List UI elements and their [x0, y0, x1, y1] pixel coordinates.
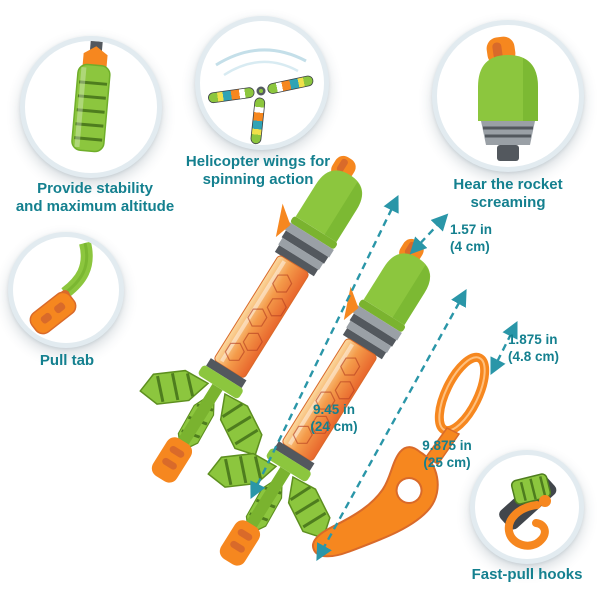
callout-hooks-circle: [470, 450, 584, 564]
stability-label: Provide stability and maximum altitude: [15, 180, 175, 216]
callout-scream-circle: [432, 20, 584, 172]
measurement-metric: (4 cm): [450, 238, 490, 254]
spin-motion-arc: [215, 48, 307, 67]
measurement-value: 9.45 in: [312, 402, 356, 417]
measurement-value: 1.875 in: [508, 332, 558, 347]
measurement-metric: (24 cm): [310, 418, 358, 434]
helicopter-wings-image: [208, 48, 314, 145]
measurement-nose-small: 1.57 in (4 cm): [450, 222, 492, 256]
measurement-value: 9.875 in: [422, 438, 472, 453]
callout-helicopter-circle: [195, 16, 329, 150]
pull-tab-image: [29, 241, 93, 335]
dimension-arrow-body-length: [250, 194, 399, 500]
fast-pull-hook-image: [499, 473, 557, 550]
measurement-metric: (4.8 cm): [508, 348, 560, 364]
callout-stability-circle: [20, 36, 162, 178]
hook-shape: [504, 501, 549, 550]
pull-tab-label: Pull tab: [39, 352, 95, 369]
fast-pull-hooks-label: Fast-pull hooks: [471, 566, 583, 583]
dimension-arrow-nose-small: [409, 213, 449, 255]
callout-pull-tab-circle: [8, 232, 124, 348]
measurement-body-length: 9.45 in (24 cm): [293, 402, 375, 436]
whistle-nose-image: [478, 36, 538, 161]
dimension-arrows: [250, 194, 518, 561]
measurement-nose-large: 1.875 in (4.8 cm): [508, 332, 559, 366]
measurement-value: 1.57 in: [450, 222, 493, 237]
dimension-arrow-total-length: [316, 289, 467, 561]
measurement-total-length: 9.875 in (25 cm): [406, 438, 488, 472]
scream-label: Hear the rocket screaming: [453, 176, 563, 212]
helicopter-label: Helicopter wings for spinning action: [185, 153, 331, 189]
measurement-metric: (25 cm): [423, 454, 471, 470]
stability-part-image: [71, 41, 111, 153]
dimension-arrow-nose-large: [490, 320, 518, 376]
